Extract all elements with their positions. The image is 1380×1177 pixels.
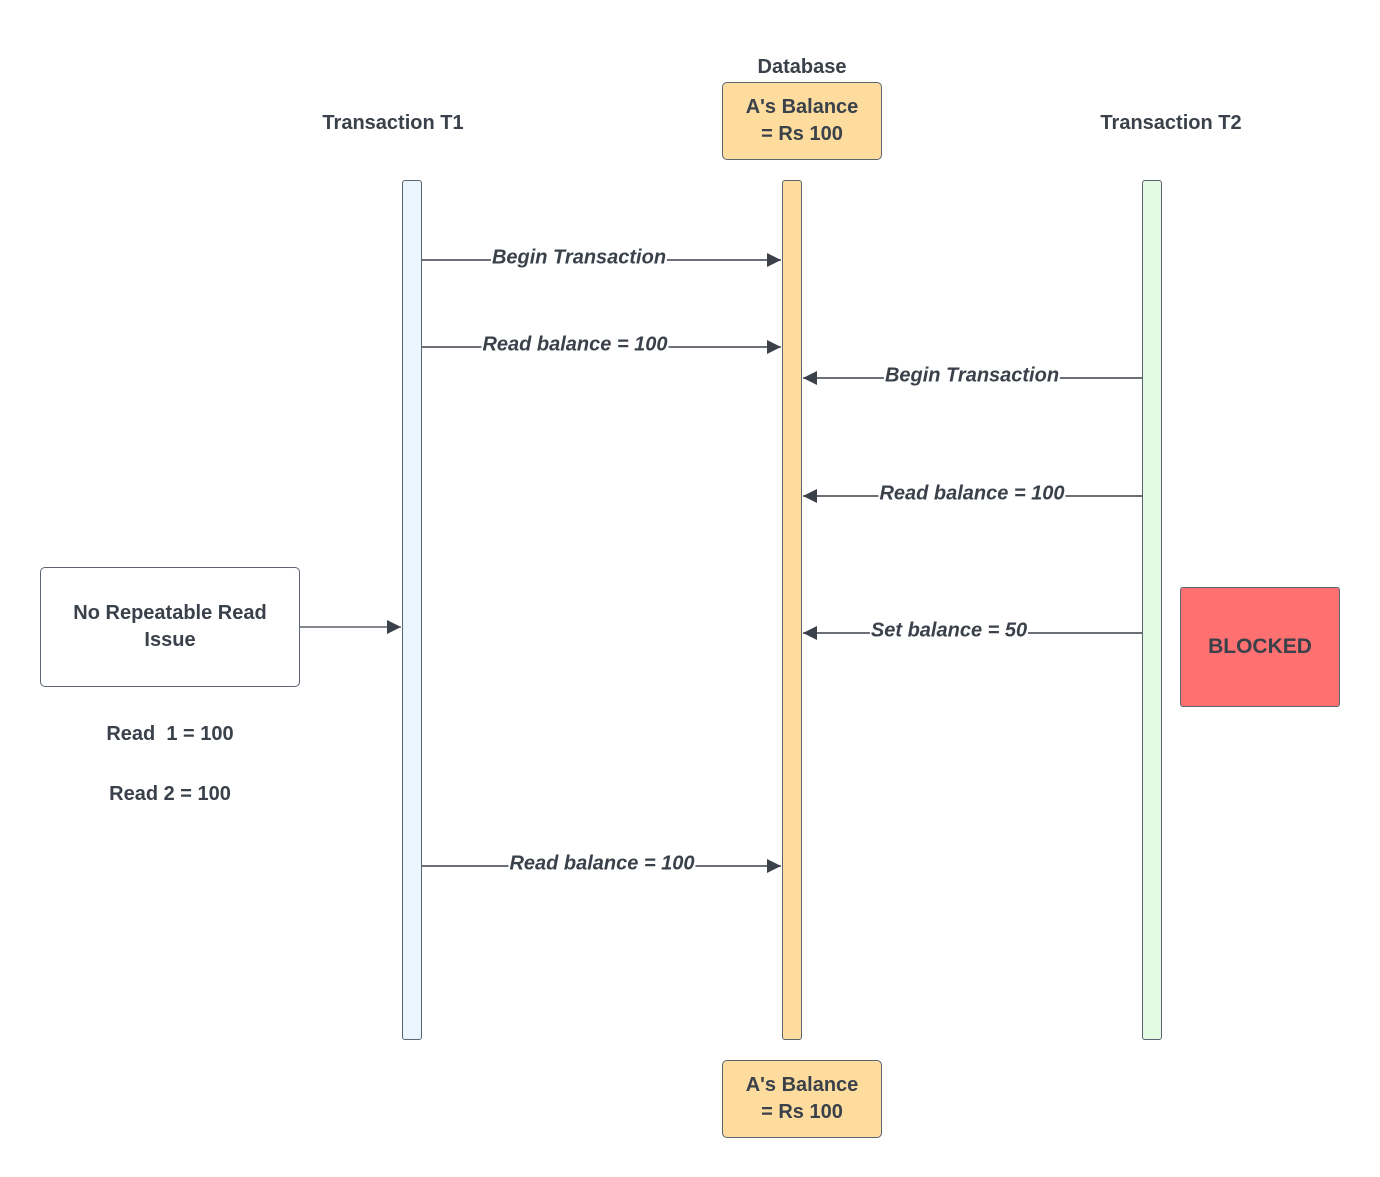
balance-value: = Rs 100 [761, 1101, 843, 1123]
blocked-box: BLOCKED [1180, 587, 1340, 707]
no-repeatable-read-note: No Repeatable Read Issue [40, 567, 300, 687]
message-label-t1-begin: Begin Transaction [490, 246, 668, 270]
t1-lifeline [402, 180, 422, 1040]
read-1-result: Read 1 = 100 [106, 723, 234, 745]
message-label-t1-read-2: Read balance = 100 [508, 852, 696, 876]
message-label-t1-read-1: Read balance = 100 [481, 333, 669, 357]
message-label-t2-set: Set balance = 50 [869, 619, 1029, 643]
blocked-label: BLOCKED [1208, 635, 1312, 658]
database-balance-box-top: A's Balance = Rs 100 [722, 82, 882, 160]
balance-label: A's Balance [745, 1074, 859, 1096]
transaction-t1-heading: Transaction T1 [322, 112, 464, 134]
note-line-2: Issue [144, 629, 196, 651]
read-2-result: Read 2 = 100 [109, 783, 231, 805]
database-lifeline [782, 180, 802, 1040]
database-balance-box-bottom: A's Balance = Rs 100 [722, 1060, 882, 1138]
balance-value: = Rs 100 [761, 123, 843, 145]
message-label-t2-read: Read balance = 100 [878, 482, 1066, 506]
database-heading: Database [757, 56, 847, 78]
t2-lifeline [1142, 180, 1162, 1040]
message-label-t2-begin: Begin Transaction [883, 364, 1061, 388]
transaction-t2-heading: Transaction T2 [1100, 112, 1242, 134]
note-line-1: No Repeatable Read [73, 602, 267, 624]
balance-label: A's Balance [745, 96, 859, 118]
